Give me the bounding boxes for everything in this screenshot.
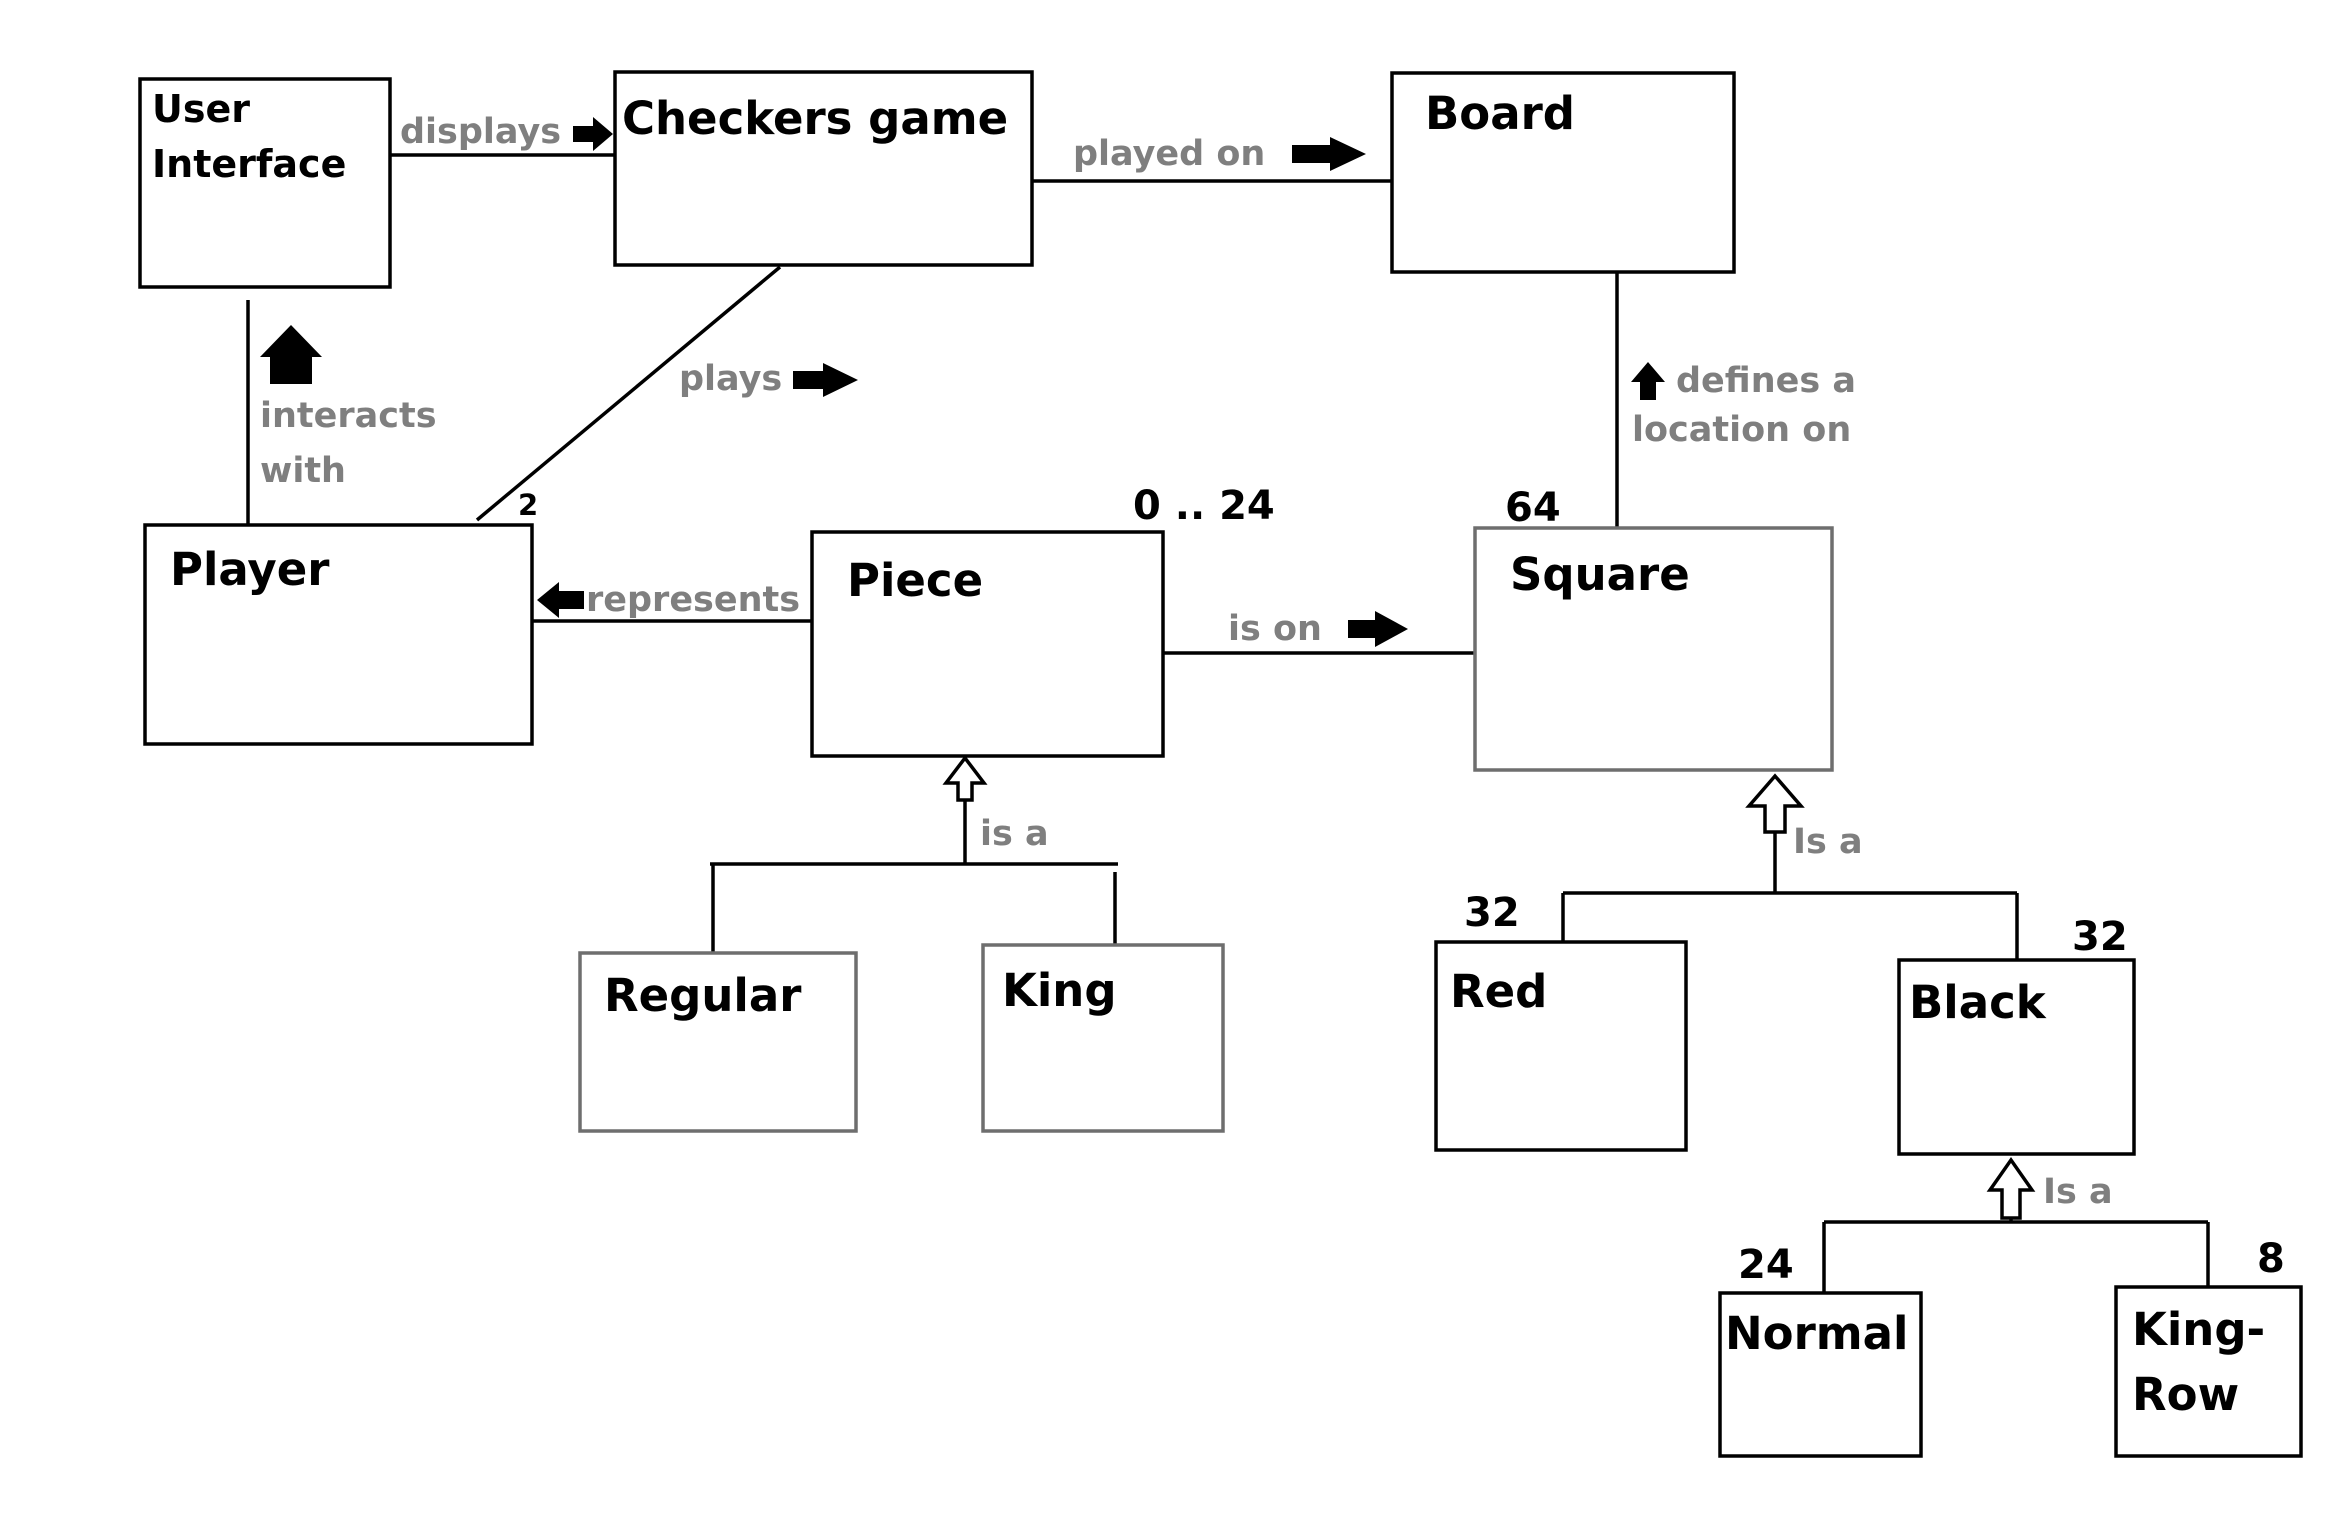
defines-location-label-line1: defines a [1676,361,1856,401]
normal-name: Normal [1725,1307,1908,1360]
normal-box [1718,1291,1923,1458]
black-generalization-arrow-icon [1986,1156,2036,1220]
interacts-with-arrow-icon [260,325,322,384]
displays-arrow-icon [573,117,613,151]
square-name: Square [1510,548,1690,601]
board-name: Board [1425,87,1575,140]
player-box [143,523,534,746]
is-on-label: is on [1228,609,1322,649]
is-on-arrow-icon [1348,611,1408,647]
user-interface-name-line1: User [152,87,250,131]
class-red: Red [1434,940,1688,1152]
defines-location-label-line2: location on [1632,410,1851,450]
black-multiplicity: 32 [2072,914,2128,960]
played-on-arrow-icon [1292,137,1366,171]
class-square: Square [1473,526,1834,772]
plays-label: plays [679,359,782,399]
black-name: Black [1909,976,2047,1029]
class-king: King [981,943,1225,1133]
user-interface-name-line2: Interface [152,142,346,186]
regular-box [578,951,858,1133]
red-box [1434,940,1688,1152]
piece-multiplicity: 0 .. 24 [1133,483,1275,529]
checkers-game-name: Checkers game [622,92,1008,145]
displays-label: displays [400,112,561,152]
represents-label: represents [586,580,800,620]
square-generalization-arrow-icon [1745,773,1805,834]
piece-is-a-label: is a [980,814,1049,854]
defines-location-arrow-icon [1631,362,1665,400]
plays-arrow-icon [793,363,858,397]
represents-arrow-icon [537,582,584,618]
class-king-row: King- Row [2114,1285,2303,1458]
black-box [1897,958,2136,1156]
king-row-name-line2: Row [2132,1368,2239,1421]
class-normal: Normal [1718,1291,1923,1458]
king-row-multiplicity: 8 [2257,1236,2285,1282]
piece-generalization-arrow-icon [942,755,988,802]
king-row-name-line1: King- [2132,1303,2265,1356]
regular-name: Regular [604,969,802,1022]
played-on-label: played on [1073,134,1265,174]
player-plays-multiplicity: 2 [518,488,538,522]
red-multiplicity: 32 [1464,890,1520,936]
class-regular: Regular [578,951,858,1133]
user-interface-box [138,77,392,289]
player-game-edge [475,265,782,522]
class-player: Player [143,523,534,746]
square-multiplicity: 64 [1505,485,1561,531]
piece-name: Piece [847,554,983,607]
interacts-with-label-line1: interacts [260,396,437,436]
board-box [1390,71,1736,274]
square-box [1473,526,1834,772]
class-board: Board [1390,71,1736,274]
red-name: Red [1450,965,1547,1018]
interacts-with-label-line2: with [260,451,346,491]
class-black: Black [1897,958,2136,1156]
black-is-a-label: Is a [2043,1172,2113,1212]
king-box [981,943,1225,1133]
player-name: Player [170,543,330,596]
class-piece: Piece [810,530,1165,758]
piece-box [810,530,1165,758]
king-row-box [2114,1285,2303,1458]
king-name: King [1002,964,1117,1017]
square-is-a-label: Is a [1793,822,1863,862]
connectors [246,153,2210,1293]
normal-multiplicity: 24 [1738,1242,1794,1288]
class-checkers-game: Checkers game [613,70,1034,267]
class-user-interface: User Interface [138,77,392,289]
checkers-game-box [613,70,1034,267]
